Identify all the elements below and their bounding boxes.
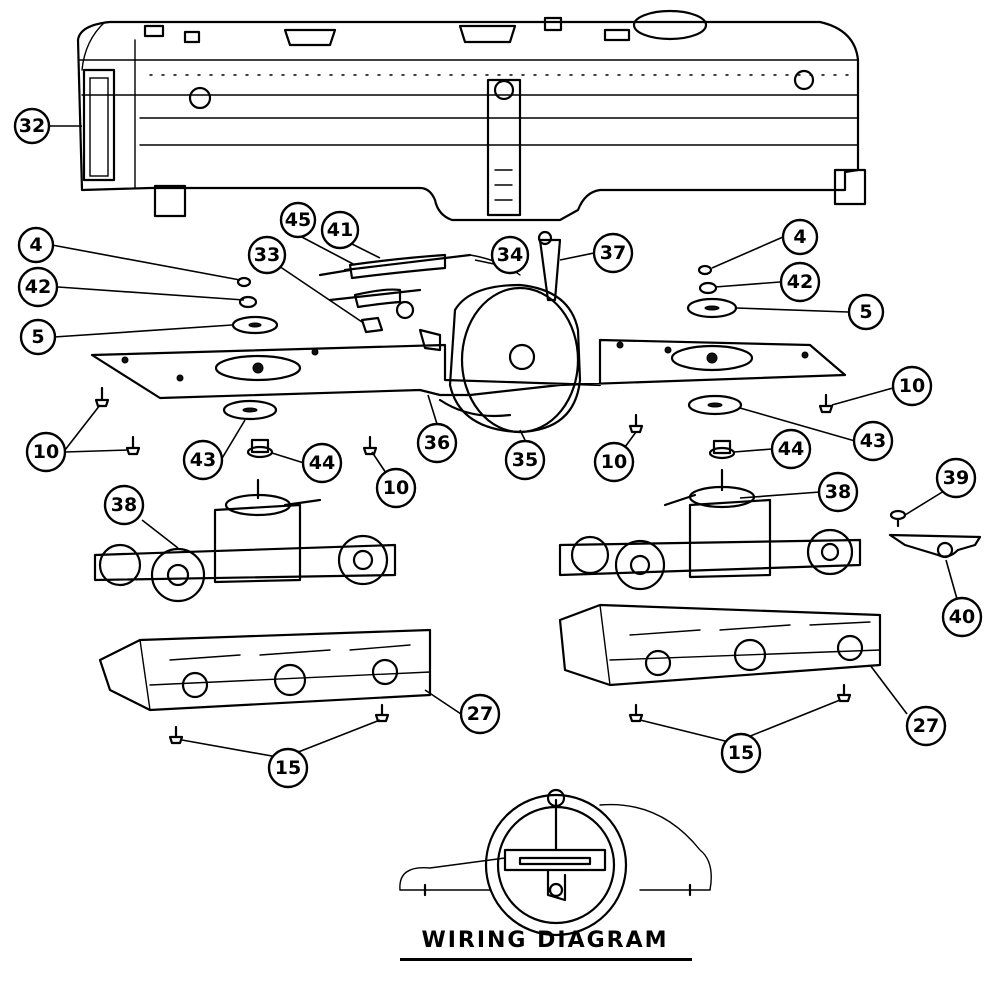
callout-5-right: 5 bbox=[847, 293, 885, 331]
callout-label: 4 bbox=[29, 234, 42, 256]
callout-label: 41 bbox=[327, 219, 353, 241]
callout-42-left: 42 bbox=[17, 266, 59, 308]
callout-label: 27 bbox=[913, 715, 939, 737]
callout-4-right: 4 bbox=[781, 218, 819, 256]
callout-44-right: 44 bbox=[770, 428, 812, 470]
screws-10 bbox=[94, 386, 834, 456]
callout-label: 10 bbox=[33, 441, 59, 463]
brush-holder-bracket bbox=[395, 230, 562, 352]
callout-32: 32 bbox=[13, 107, 51, 145]
callout-label: 40 bbox=[949, 606, 975, 628]
callout-label: 38 bbox=[111, 494, 137, 516]
coupler-pin bbox=[889, 509, 907, 528]
locomotive-body-shell bbox=[76, 9, 867, 222]
callout-label: 5 bbox=[859, 301, 872, 323]
callout-label: 15 bbox=[275, 757, 301, 779]
callout-15-left: 15 bbox=[267, 747, 309, 789]
callout-38-right: 38 bbox=[817, 471, 859, 513]
callout-42-right: 42 bbox=[779, 261, 821, 303]
callout-label: 32 bbox=[19, 115, 45, 137]
callout-label: 36 bbox=[424, 432, 450, 454]
callout-39: 39 bbox=[935, 457, 977, 499]
callout-34: 34 bbox=[490, 235, 530, 275]
callout-label: 43 bbox=[860, 430, 886, 452]
callout-27-right: 27 bbox=[905, 705, 947, 747]
callout-label: 35 bbox=[512, 449, 538, 471]
side-frame-right bbox=[558, 603, 882, 687]
callout-44-left: 44 bbox=[301, 442, 343, 484]
callout-label: 10 bbox=[383, 477, 409, 499]
washer-43-left bbox=[222, 399, 278, 421]
callout-label: 27 bbox=[467, 703, 493, 725]
callout-label: 15 bbox=[728, 742, 754, 764]
caption-underline bbox=[400, 958, 692, 961]
callout-41: 41 bbox=[320, 210, 360, 250]
callout-label: 34 bbox=[497, 244, 523, 266]
nut bbox=[360, 316, 384, 334]
washer-43-right bbox=[687, 394, 743, 416]
callout-40: 40 bbox=[941, 596, 983, 638]
callout-38-left: 38 bbox=[103, 484, 145, 526]
callout-5-left: 5 bbox=[19, 318, 57, 356]
callout-43-left: 43 bbox=[182, 439, 224, 481]
wiring-diagram-sketch bbox=[399, 788, 712, 937]
side-frame-left bbox=[98, 628, 432, 712]
callout-15-right: 15 bbox=[720, 732, 762, 774]
wiring-diagram-caption: WIRING DIAGRAM bbox=[421, 928, 669, 953]
washer-stack-right bbox=[686, 264, 738, 319]
callout-label: 44 bbox=[778, 438, 804, 460]
callout-label: 42 bbox=[25, 276, 51, 298]
callout-10-right: 10 bbox=[891, 365, 933, 407]
callout-45: 45 bbox=[279, 201, 317, 239]
screws-15 bbox=[168, 683, 852, 745]
callout-35: 35 bbox=[504, 439, 546, 481]
coupler-bar bbox=[888, 533, 982, 559]
callout-33: 33 bbox=[247, 235, 287, 275]
callout-label: 10 bbox=[601, 451, 627, 473]
callout-37: 37 bbox=[592, 232, 634, 274]
leader-lines bbox=[48, 125, 958, 759]
callout-43-right: 43 bbox=[852, 420, 894, 462]
callout-label: 4 bbox=[793, 226, 806, 248]
truck-frame-left bbox=[93, 478, 397, 603]
chassis-frame-plate bbox=[90, 338, 847, 400]
callout-label: 33 bbox=[254, 244, 280, 266]
callout-label: 39 bbox=[943, 467, 969, 489]
callout-label: 5 bbox=[31, 326, 44, 348]
callout-label: 43 bbox=[190, 449, 216, 471]
motor bbox=[438, 283, 582, 434]
bushing-44-right bbox=[708, 439, 736, 460]
callout-4-left: 4 bbox=[17, 226, 55, 264]
callout-label: 45 bbox=[285, 209, 311, 231]
callout-label: 37 bbox=[600, 242, 626, 264]
callout-36: 36 bbox=[416, 422, 458, 464]
bushing-44-left bbox=[246, 438, 274, 459]
callout-label: 44 bbox=[309, 452, 335, 474]
callout-label: 42 bbox=[787, 271, 813, 293]
callout-27-left: 27 bbox=[459, 693, 501, 735]
callout-10-left: 10 bbox=[25, 431, 67, 473]
callout-10-center-right: 10 bbox=[593, 441, 635, 483]
truck-frame-right bbox=[558, 468, 862, 591]
washer-stack-left bbox=[231, 276, 279, 335]
callout-label: 10 bbox=[899, 375, 925, 397]
callout-10-center-left: 10 bbox=[375, 467, 417, 509]
callout-label: 38 bbox=[825, 481, 851, 503]
